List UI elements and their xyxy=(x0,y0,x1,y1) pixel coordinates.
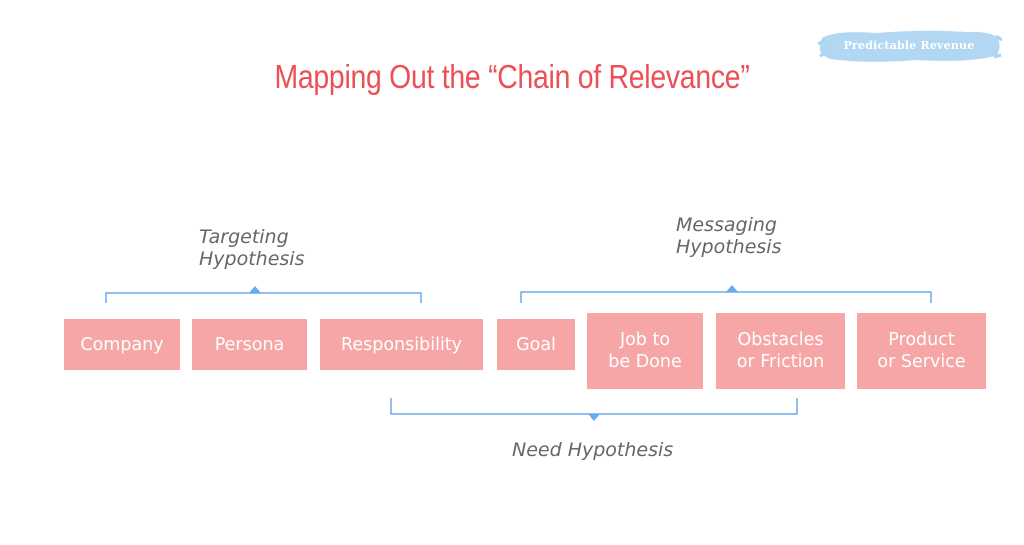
targeting-hypothesis-label: Targeting Hypothesis xyxy=(199,226,305,270)
targeting-bracket xyxy=(105,286,422,303)
need-bracket xyxy=(390,398,798,421)
step-responsibility: Responsibility xyxy=(320,319,483,370)
brand-badge-background xyxy=(817,30,1002,62)
step-product-or-service: Product or Service xyxy=(857,313,986,389)
need-hypothesis-label: Need Hypothesis xyxy=(512,439,674,461)
messaging-hypothesis-label: Messaging Hypothesis xyxy=(676,214,782,258)
step-company: Company xyxy=(64,319,180,370)
step-goal: Goal xyxy=(497,319,575,370)
step-job-to-be-done: Job to be Done xyxy=(587,313,703,389)
messaging-bracket xyxy=(520,285,932,303)
step-obstacles-or-friction: Obstacles or Friction xyxy=(716,313,845,389)
step-persona: Persona xyxy=(192,319,307,370)
diagram-title: Mapping Out the “Chain of Relevance” xyxy=(274,58,750,95)
brand-label: Predictable Revenue xyxy=(843,39,975,52)
